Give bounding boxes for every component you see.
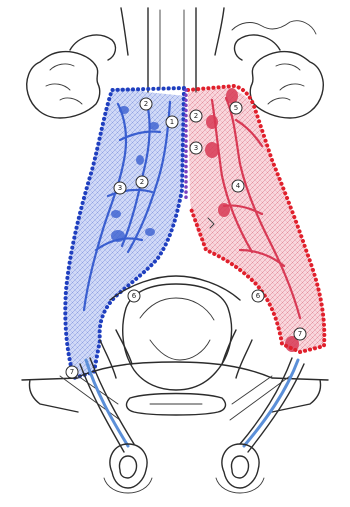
zone-label-1-left: 1 bbox=[166, 116, 178, 128]
left-testis bbox=[104, 444, 152, 493]
svg-text:2: 2 bbox=[140, 178, 144, 186]
svg-text:4: 4 bbox=[236, 182, 241, 190]
svg-text:3: 3 bbox=[194, 144, 198, 152]
right-kidney bbox=[250, 52, 323, 118]
zone-label-5-right: 5 bbox=[230, 102, 242, 114]
zone-label-3-right: 3 bbox=[190, 142, 202, 154]
right-testis bbox=[216, 444, 264, 493]
zone-label-6-right: 6 bbox=[252, 290, 264, 302]
right-kidney-detail bbox=[268, 64, 304, 104]
bladder-inner bbox=[140, 298, 214, 360]
left-top-vessel bbox=[121, 8, 128, 55]
right-adrenal bbox=[235, 35, 280, 60]
lower-arch bbox=[80, 362, 272, 378]
right-top-vessel bbox=[215, 8, 224, 55]
left-crossing-lines bbox=[60, 376, 120, 420]
svg-text:2: 2 bbox=[194, 112, 198, 120]
svg-text:7: 7 bbox=[298, 330, 302, 338]
svg-text:1: 1 bbox=[170, 118, 174, 126]
zone-label-4-right: 4 bbox=[232, 180, 244, 192]
svg-text:6: 6 bbox=[132, 292, 137, 300]
zone-label-6-left: 6 bbox=[128, 290, 140, 302]
zone-label-2-left: 2 bbox=[140, 98, 152, 110]
zone-label-3-left: 3 bbox=[114, 182, 126, 194]
svg-text:7: 7 bbox=[70, 368, 74, 376]
right-kidney-lobes bbox=[232, 21, 316, 34]
vena-cava bbox=[160, 10, 184, 88]
spine-column bbox=[148, 8, 196, 92]
left-pelvic-wing bbox=[100, 330, 132, 378]
left-kidney bbox=[27, 52, 100, 118]
svg-text:6: 6 bbox=[256, 292, 261, 300]
left-adrenal bbox=[70, 35, 115, 60]
svg-text:5: 5 bbox=[234, 104, 238, 112]
zone-label-2-right: 2 bbox=[190, 110, 202, 122]
left-kidney-detail bbox=[46, 64, 82, 104]
svg-text:2: 2 bbox=[144, 100, 148, 108]
zone-label-2-left-lower: 2 bbox=[136, 176, 148, 188]
zone-label-7-right: 7 bbox=[294, 328, 306, 340]
zone-label-7-left: 7 bbox=[66, 366, 78, 378]
svg-text:3: 3 bbox=[118, 184, 122, 192]
